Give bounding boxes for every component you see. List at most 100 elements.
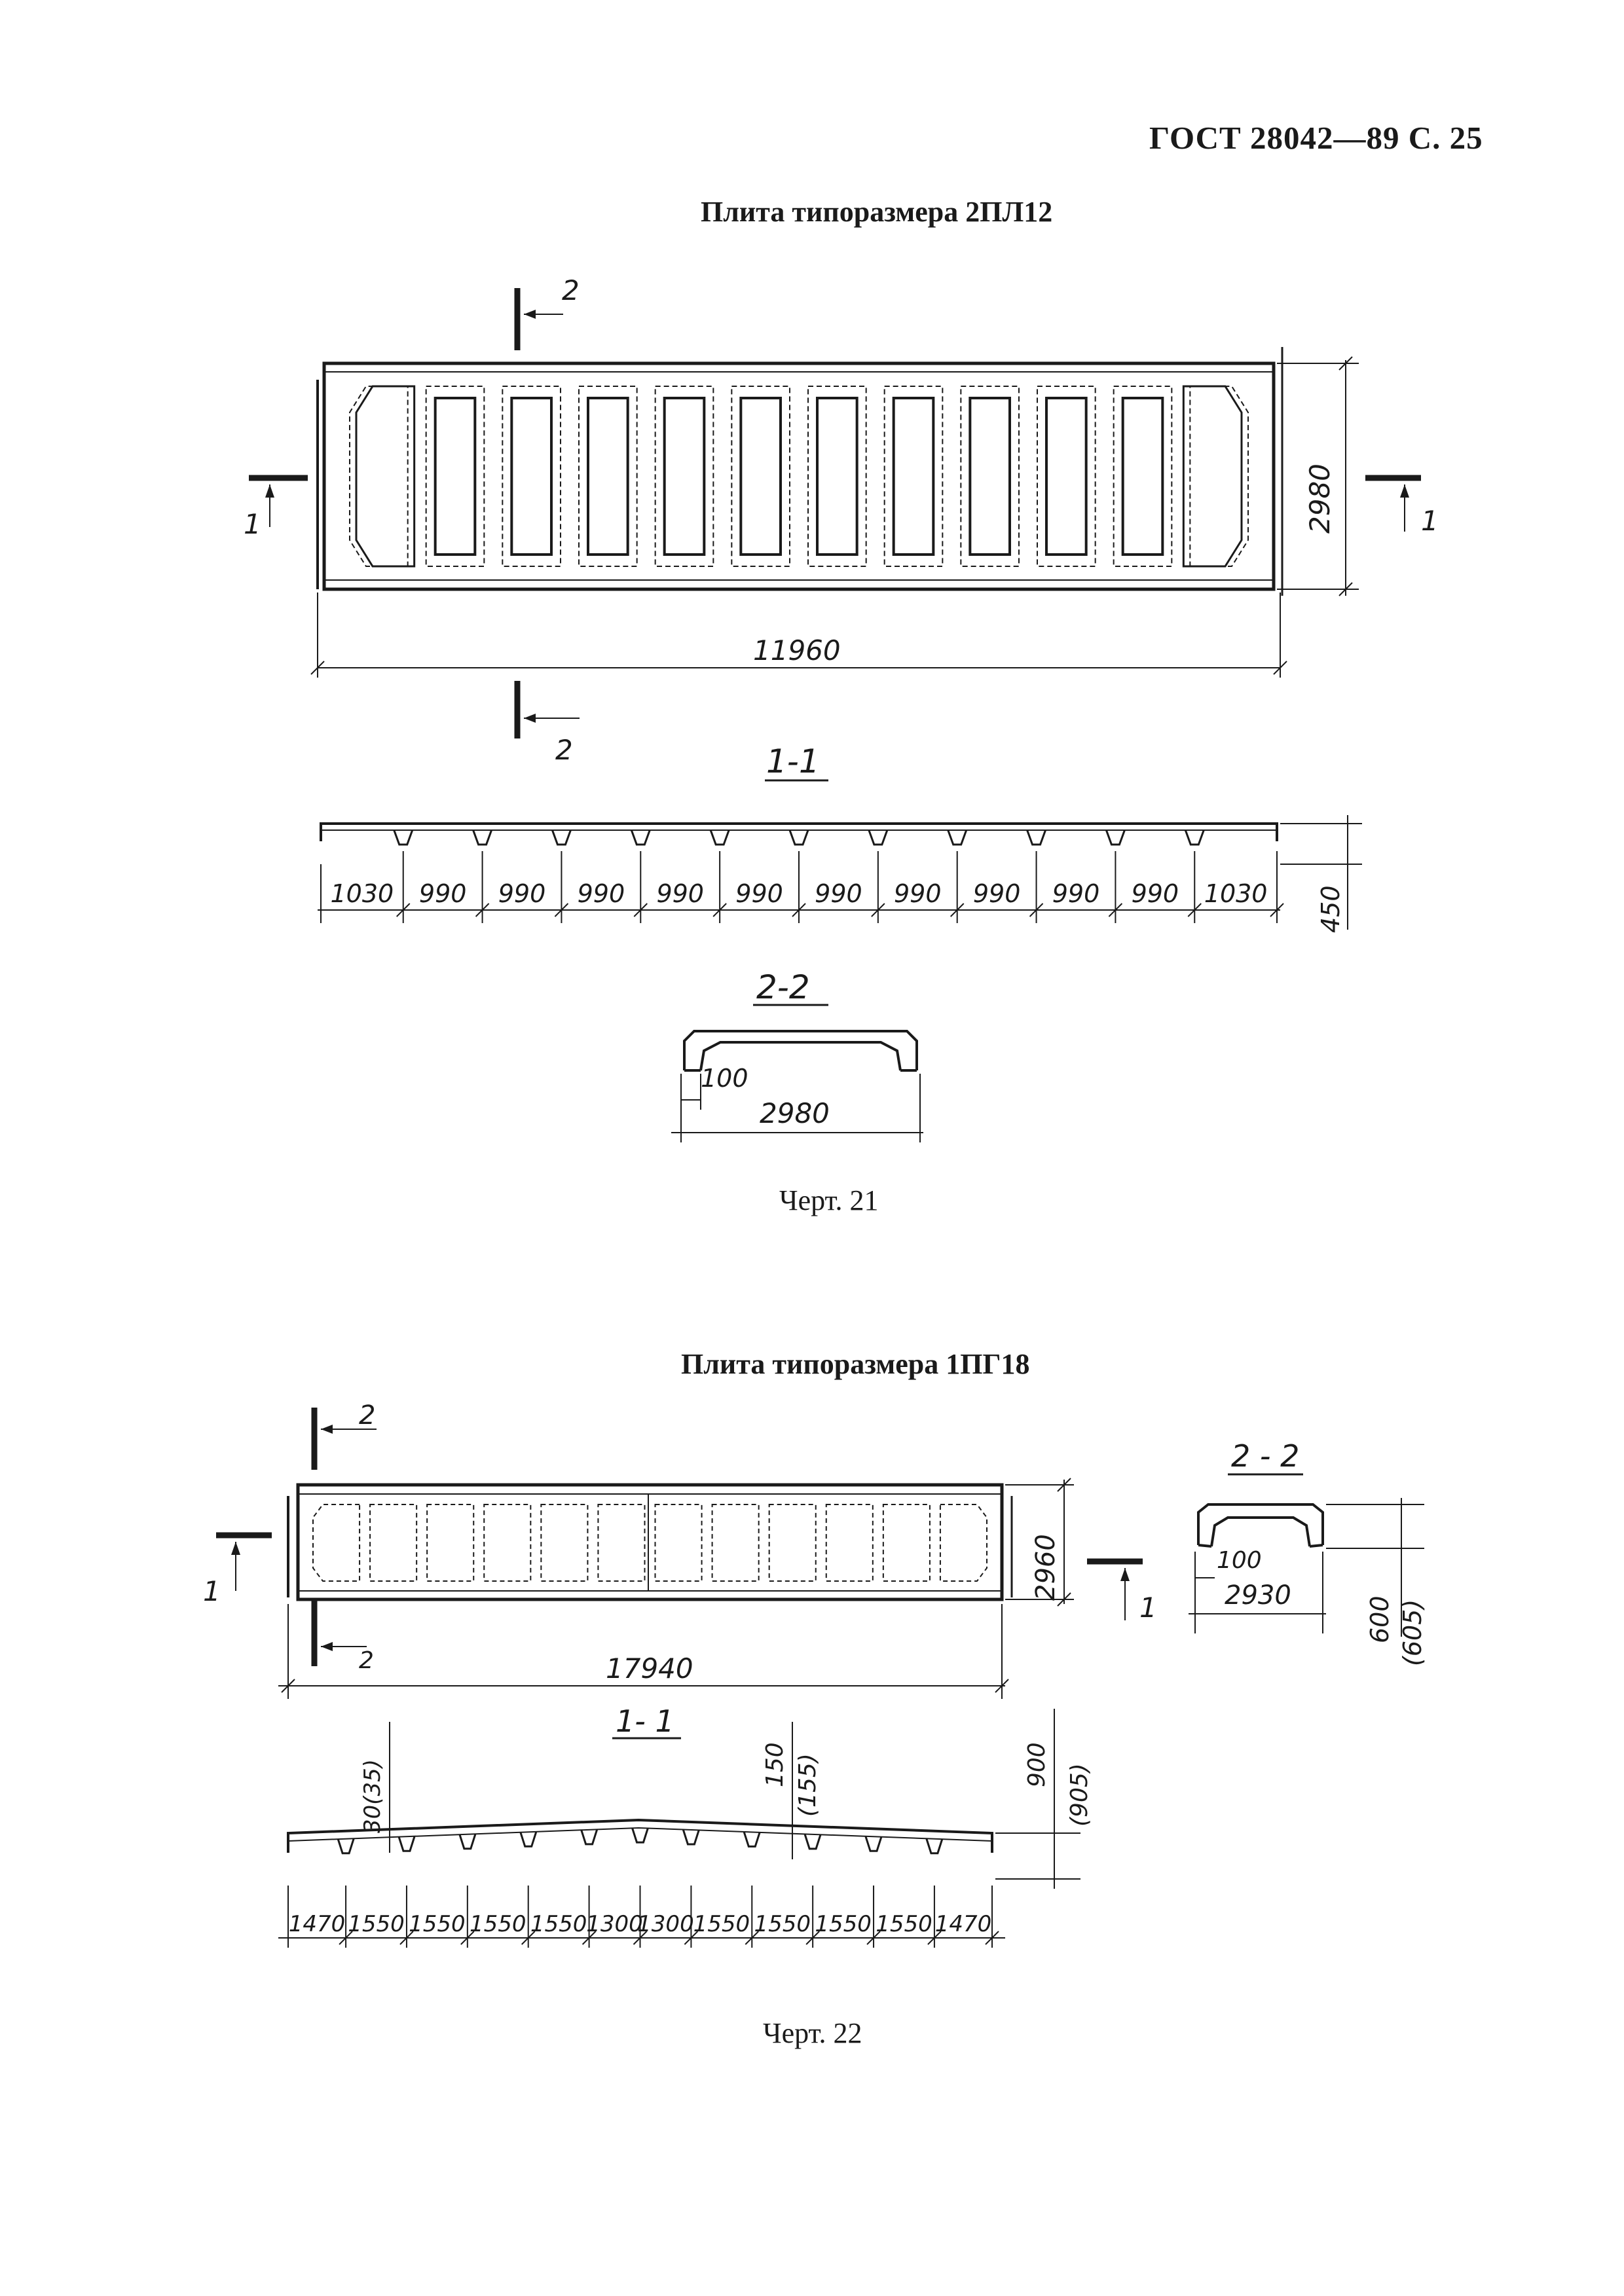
fig21-cell-outer [883,386,944,567]
fig21-section-22-profile [683,1030,918,1072]
fig22-cell [654,1504,703,1582]
fig22-section-cut-1-right: 1 [1087,1558,1157,1624]
fig21-dim-tick-slash [554,903,569,917]
fig22-section-11-dim-label: 1550 [815,1911,872,1937]
fig21-cell-outer [578,386,638,567]
fig21-cut-2-label-top: 2 [562,274,580,306]
fig22-dim-tick-slash [460,1931,475,1945]
fig21-dim-tick-slash [1187,903,1202,917]
fig22-section-11-dim-lines [278,1709,1080,1939]
fig21-rib [1026,829,1046,846]
fig22-rib [682,1829,700,1846]
fig22-end-cell [312,1504,361,1582]
fig21-cell-inner [892,397,935,556]
fig21-cell-outer [960,386,1020,567]
fig21-section-11-height: 450 [1316,885,1345,933]
fig22-dim-tick-slash [399,1931,414,1945]
fig21-cut-2-label-bottom: 2 [555,734,573,766]
fig21-dim-tick-slash [396,903,411,917]
fig22-section-11-dim-label: 1550 [693,1911,750,1937]
fig21-dim-tick-slash [712,903,727,917]
fig22-section-11-dim-label: 1470 [935,1911,992,1937]
fig21-dim-tick-slash [1108,903,1123,917]
fig22-section-22-label: 2 - 2 [1231,1438,1299,1474]
fig22-rib [743,1831,761,1848]
figure-22-caption: Черт. 22 [763,2017,862,2049]
fig21-rib [868,829,889,846]
fig21-length-dimension [310,592,1287,678]
fig22-section-11-dim-label: 1300 [637,1911,694,1937]
fig22-rib [631,1827,649,1844]
fig22-dim-tick-slash [684,1931,699,1945]
fig21-rib [947,829,968,846]
fig22-section-11-dim-label: 1470 [289,1911,346,1937]
fig22-section-22-height: 600 [1365,1595,1394,1643]
fig22-section-11-height: 900 [1024,1742,1050,1787]
figure-22-title: Плита типоразмера 1ПГ18 [681,1348,1030,1380]
fig21-section-22-dimensions [671,1074,923,1142]
fig21-cell-inner [1045,397,1088,556]
fig21-dim-tick-slash [871,903,885,917]
fig22-cut-1-label-left: 1 [203,1575,221,1607]
fig21-plan-width: 2980 [1304,464,1336,534]
fig22-section-11-end-height: 30(35) [360,1759,386,1833]
fig21-section-11-height-dimension [1280,815,1362,930]
fig22-dim-tick-slash [805,1931,820,1945]
fig22-cell [711,1504,760,1582]
fig21-cut-1-label-right: 1 [1421,505,1439,537]
fig21-cell-inner [663,397,706,556]
fig21-rib [472,829,492,846]
fig22-cell [540,1504,589,1582]
fig21-section-11-dim-label: 990 [656,879,704,908]
fig22-plan-length: 17940 [606,1652,693,1685]
fig22-dim-tick-slash [866,1931,881,1945]
fig22-section-11-dim-label: 1550 [409,1911,466,1937]
fig21-end-cell-inner [355,385,416,568]
fig21-slab-outline [322,361,1276,591]
fig22-cell [882,1504,931,1582]
fig22-rib [803,1834,822,1850]
fig22-cell [825,1504,874,1582]
fig21-section-22-width: 2980 [760,1097,830,1129]
fig21-section-cut-2-bottom: 2 [514,681,580,766]
fig22-rib [925,1838,944,1855]
fig21-section-11-dim-label: 990 [894,879,942,908]
fig21-section-11-dim-label: 990 [419,879,467,908]
fig21-rib [551,829,572,846]
fig21-cell-outer [731,386,791,567]
fig21-rib [393,829,414,846]
fig21-section-cut-2-top: 2 [514,274,580,350]
fig21-section-11-profile [320,822,1278,846]
page-header: ГОСТ 28042—89 С. 25 [1149,120,1483,156]
fig21-section-22-rib: 100 [701,1064,748,1093]
fig22-length-dimension [278,1604,1009,1699]
fig22-cell [426,1504,475,1582]
fig22-section-11-label: 1- 1 [616,1704,674,1739]
fig22-dim-tick-slash [581,1931,597,1945]
figure-21-title: Плита типоразмера 2ПЛ12 [701,196,1053,228]
fig21-rib [630,829,651,846]
fig21-end-cell-inner [1182,385,1243,568]
fig22-cut-2-label-top: 2 [359,1400,375,1430]
fig22-section-11-dim-label: 1550 [530,1911,587,1937]
fig21-cell-outer [807,386,867,567]
fig21-dim-tick-slash [950,903,965,917]
fig22-section-22-dimensions [1189,1498,1424,1637]
fig21-section-11-dim-label: 990 [815,879,862,908]
fig22-cut-1-label-right: 1 [1139,1592,1157,1624]
fig22-rib [519,1831,538,1848]
fig21-cell-inner [816,397,858,556]
fig22-section-cut-2-bottom: 2 [311,1601,374,1674]
fig21-width-dimension [1277,356,1359,596]
fig21-section-11-dim-label: 990 [1132,879,1179,908]
fig22-section-22-profile [1197,1503,1324,1548]
fig22-dim-tick-slash [745,1931,759,1945]
fig21-cell-inner [739,397,783,556]
fig22-dim-tick-slash [985,1931,999,1945]
fig21-cut-1-label-left: 1 [244,508,261,540]
fig22-cell [369,1504,418,1582]
fig22-section-11-height-alt: (905) [1066,1763,1093,1827]
fig21-rib [1105,829,1126,846]
fig21-section-11-dim-label: 1030 [331,879,394,908]
